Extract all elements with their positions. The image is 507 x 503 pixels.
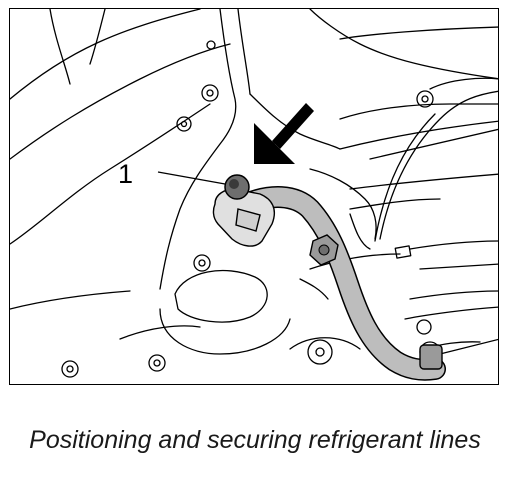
body-panel-edge: [10, 9, 201, 100]
refrigerant-line: [235, 186, 446, 381]
direction-arrow: [254, 103, 314, 164]
technical-illustration: 1: [9, 8, 499, 385]
figure-caption: Positioning and securing refrigerant lin…: [29, 426, 481, 454]
pipe-nut: [309, 234, 339, 266]
pipe-end-fitting: [419, 344, 443, 370]
engine-bay-line-drawing: [10, 9, 498, 381]
body-panel-contour: [10, 43, 231, 160]
callout-leader-line: [157, 171, 226, 185]
pipe-bracket: [212, 188, 276, 247]
securing-bolt: [224, 174, 250, 200]
callout-number-1: 1: [118, 159, 134, 189]
